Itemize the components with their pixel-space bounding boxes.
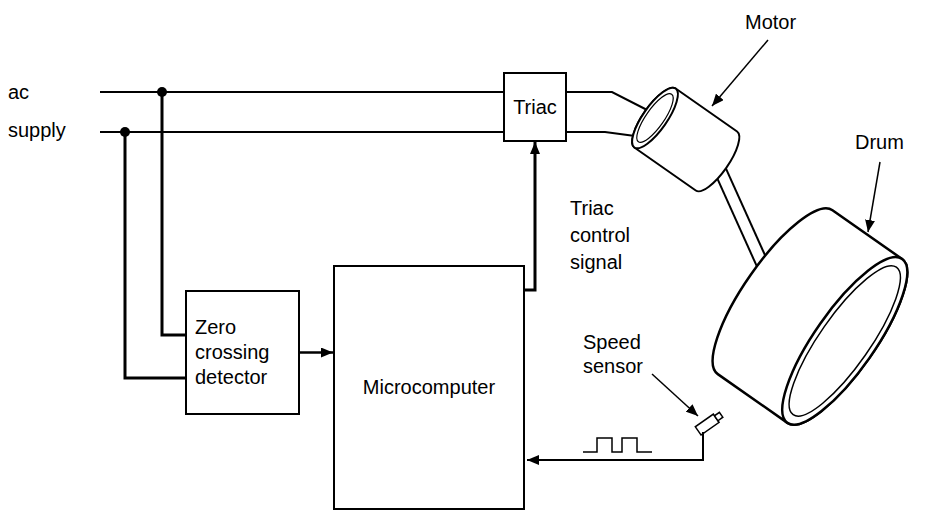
node-text: Microcomputer [363, 375, 495, 400]
signal-arrow [300, 351, 333, 354]
detector-wire [162, 92, 185, 335]
leader-line [712, 40, 768, 106]
motor-wire [567, 92, 655, 114]
motor-illustration [625, 82, 747, 198]
leader-line [652, 374, 698, 416]
triac-box: Triac [503, 72, 567, 142]
pulse-waveform [583, 438, 652, 452]
part-name: Speed sensor [583, 330, 658, 378]
node-text: Triac [513, 95, 557, 120]
junction-dot [120, 127, 130, 137]
microcomputer-box: Microcomputer [333, 265, 525, 510]
leader-line [868, 162, 880, 232]
speed-sensor-symbol [695, 411, 724, 435]
node-text: Zero crossing detector [195, 315, 290, 390]
detector-wire [125, 132, 185, 378]
part-name: Motor [745, 10, 835, 34]
drum-illustration [693, 193, 925, 440]
detector-box: Zero crossing detector [185, 290, 300, 415]
supply-wire [100, 131, 503, 133]
signal-arrow [525, 142, 535, 290]
supply-label: ac supply [8, 73, 78, 149]
part-name: Drum [855, 130, 925, 154]
junction-dot [157, 87, 167, 97]
signal-label: Triac control signal [570, 195, 655, 276]
sensor-wire [527, 432, 703, 460]
